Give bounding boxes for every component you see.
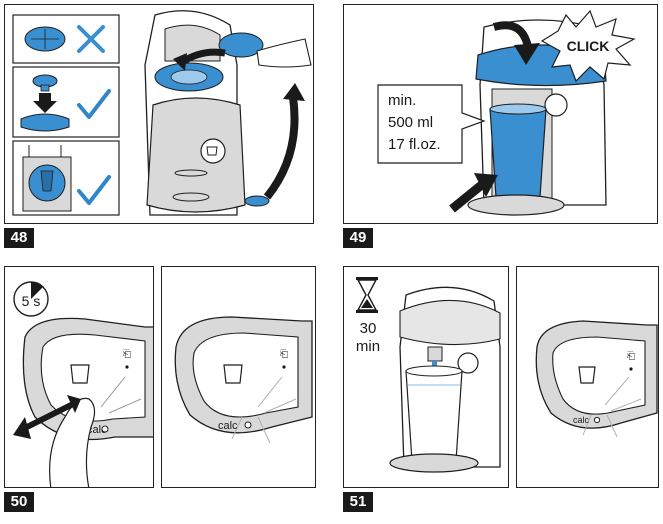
hand-icon [256,38,312,68]
step-49-badge: 49 [343,228,373,248]
step-50-badge: 50 [4,492,34,512]
control-button [457,352,479,374]
glass-icon [489,108,547,198]
step-50-left-illustration: 5 s ⎗ calc [13,281,153,487]
return-arrow-icon [263,96,299,200]
click-label: CLICK [567,38,610,54]
light-rays-icon [582,376,642,438]
push-arrow-icon [449,179,487,213]
step-48-badge: 48 [4,228,34,248]
wait-value: 30 [360,320,377,337]
machine-body [146,97,246,213]
descale-icon: ⎗ [627,351,635,362]
step-50-panel-left: 5 s ⎗ calc [4,266,154,488]
step-51-left-illustration: 30 min [356,277,501,473]
volume-line-2: 500 ml [388,114,433,131]
descale-icon: ⎗ [280,349,288,360]
held-disc-icon [218,32,264,58]
machine-lid [399,299,501,346]
step-51-right-illustration: ⎗ calc [535,320,658,438]
cup-icon [70,364,90,384]
light-rays-icon [231,376,297,444]
down-arrow-icon [33,93,57,113]
volume-callout [377,84,486,164]
drip-tray [467,194,565,216]
step-50-right-illustration: ⎗ calc [174,316,313,444]
calc-label-right: calc [218,420,238,432]
calc-label-left: calc [87,424,107,436]
press-arrow-icon [17,400,77,434]
lid-arrow-icon [492,21,532,49]
step-51-badge: 51 [343,492,373,512]
step-50-panel-right: ⎗ calc [161,266,316,488]
step-51-panel-left: 30 min [343,266,509,488]
step-48-panel [4,4,314,224]
control-button [200,138,226,164]
volume-line-1: min. [388,92,416,109]
check-icon [77,89,111,119]
click-burst-icon [540,9,636,83]
step-49-illustration: CLICK min. 500 ml 17 fl.oz. [377,9,636,216]
cup-icon [223,364,243,384]
step-49-panel: CLICK min. 500 ml 17 fl.oz. [343,4,658,224]
timer-label: 5 s [22,293,41,309]
hourglass-icon [356,277,378,313]
finger-icon [49,397,96,487]
wait-unit: min [356,338,380,355]
drip-tray [389,453,479,473]
step-51-panel-right: ⎗ calc [516,266,659,488]
volume-line-3: 17 fl.oz. [388,136,441,153]
calc-label: calc [573,415,590,425]
step-48-illustration [12,10,312,216]
cross-icon [77,25,105,53]
descale-icon: ⎗ [123,349,131,360]
check-icon-2 [77,175,111,205]
cup-icon [578,366,596,384]
control-button [544,93,568,117]
